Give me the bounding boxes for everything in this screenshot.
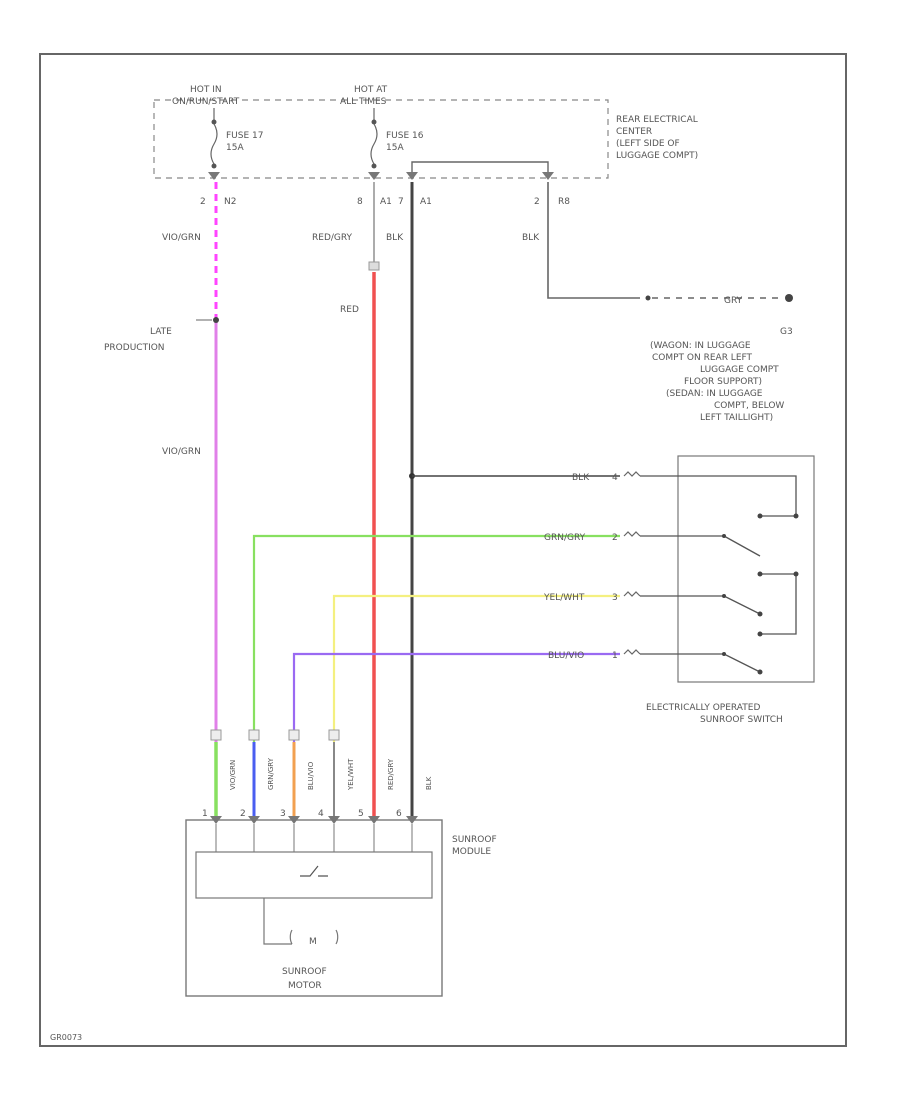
late-production-line1: LATE — [150, 327, 172, 337]
svg-text:RED/GRY: RED/GRY — [387, 758, 395, 790]
svg-text:VIO/GRN: VIO/GRN — [229, 760, 237, 790]
late-production-splice — [213, 317, 219, 323]
module-label-2: MODULE — [452, 847, 491, 857]
fuse1-node-bottom — [211, 163, 217, 169]
ground-node-left — [645, 295, 651, 301]
sunroof-switch-box — [677, 455, 815, 683]
diagram-frame — [39, 53, 847, 1047]
connector1-id: N2 — [224, 197, 236, 207]
hot1-sub: ON/RUN/START — [172, 97, 240, 107]
module-pin-4: 4 — [318, 809, 324, 819]
svg-text:BLU/VIO: BLU/VIO — [307, 761, 315, 790]
sunroof-module-inner — [195, 851, 433, 899]
fuse2-node-top — [371, 119, 377, 125]
module-pin-6: 6 — [396, 809, 402, 819]
wire-label-red-gry: RED/GRY — [312, 233, 353, 243]
wire-switch-yel-wht — [332, 594, 620, 742]
ground-line4: FLOOR SUPPORT) — [684, 377, 762, 387]
switch-internals — [640, 475, 797, 673]
svg-text:GRN/GRY: GRN/GRY — [267, 757, 275, 790]
center-label-2: CENTER — [616, 127, 652, 137]
hot1-label: HOT IN — [190, 85, 222, 95]
ground-line3: LUGGAGE COMPT — [700, 365, 779, 375]
switch-label-2: SUNROOF SWITCH — [700, 715, 783, 725]
fuse1-label: FUSE 17 — [226, 131, 263, 141]
diagram-code: GR0073 — [50, 1033, 82, 1042]
sunroof-module-box — [185, 819, 443, 997]
motor-m-label: M — [309, 937, 317, 947]
wire-label-red: RED — [340, 305, 359, 315]
hot2-label: HOT AT — [354, 85, 388, 95]
motor-symbol — [289, 929, 339, 945]
module-pin-3: 3 — [280, 809, 286, 819]
connector1-pin: 2 — [200, 197, 206, 207]
fuse1-node-top — [211, 119, 217, 125]
connector4-id: R8 — [558, 197, 570, 207]
module-wire-codes: VIO/GRN GRN/GRY BLU/VIO YEL/WHT RED/GRY … — [229, 757, 433, 791]
center-label-3: (LEFT SIDE OF — [616, 139, 680, 149]
svg-text:BLK: BLK — [425, 776, 433, 790]
switch-wire-4: BLU/VIO — [548, 651, 584, 661]
red-inline-connector — [368, 261, 380, 271]
wire-switch-blu-vio — [292, 652, 620, 742]
fuse1-rating: 15A — [226, 143, 244, 153]
internal-ground-bus — [411, 161, 549, 178]
ground-line1: (WAGON: IN LUGGAGE — [650, 341, 751, 351]
late-production-line2: PRODUCTION — [104, 343, 165, 353]
module-pin-1: 1 — [202, 809, 208, 819]
wire-label-gray: GRY — [724, 296, 743, 306]
switch-label-1: ELECTRICALLY OPERATED — [646, 703, 760, 713]
ground-symbol — [785, 294, 793, 302]
ground-id: G3 — [780, 327, 793, 337]
connector2-pin: 8 — [357, 197, 363, 207]
fuse2-rating: 15A — [386, 143, 404, 153]
module-pin-connectors — [210, 729, 340, 741]
switch-contact-nodes — [722, 513, 799, 675]
connector3-pin: 7 — [398, 197, 404, 207]
hot2-sub: ALL TIMES — [340, 97, 387, 107]
center-label-1: REAR ELECTRICAL — [616, 115, 698, 125]
switch-wire-1: BLK — [572, 473, 590, 483]
wire-label-blk-right: BLK — [522, 233, 540, 243]
fuse1-symbol — [210, 123, 218, 165]
wire-label-vio-grn-top: VIO/GRN — [162, 233, 201, 243]
switch-wire-3: YEL/WHT — [543, 593, 585, 603]
motor-label-2: MOTOR — [288, 981, 322, 991]
connector-arrows — [208, 172, 554, 180]
connector4-pin: 2 — [534, 197, 540, 207]
switch-terminals — [623, 471, 641, 655]
motor-lead — [263, 898, 292, 945]
center-label-4: LUGGAGE COMPT) — [616, 151, 698, 161]
wire-label-vio-grn-mid: VIO/GRN — [162, 447, 201, 457]
fuse2-node-bottom — [371, 163, 377, 169]
ground-line7: LEFT TAILLIGHT) — [700, 413, 773, 423]
svg-text:YEL/WHT: YEL/WHT — [347, 758, 355, 791]
fuse2-label: FUSE 16 — [386, 131, 424, 141]
module-pin-2: 2 — [240, 809, 246, 819]
switch-pin-4: 1 — [612, 651, 618, 661]
module-relay-symbol — [300, 865, 328, 877]
connector2-id: A1 — [380, 197, 392, 207]
ground-line2: COMPT ON REAR LEFT — [652, 353, 753, 363]
wire-blk-ground — [547, 182, 640, 299]
fuse2-symbol — [370, 123, 378, 165]
module-pin-5: 5 — [358, 809, 364, 819]
ground-line6: COMPT, BELOW — [714, 401, 784, 411]
wire-label-blk-top: BLK — [386, 233, 404, 243]
switch-pin-2: 2 — [612, 533, 618, 543]
ground-line5: (SEDAN: IN LUGGAGE — [666, 389, 763, 399]
connector3-id: A1 — [420, 197, 432, 207]
rear-electrical-center-box — [153, 99, 609, 179]
wire-switch-grn-gry — [252, 534, 620, 742]
switch-pin-3: 3 — [612, 593, 618, 603]
switch-pin-1: 4 — [612, 473, 618, 483]
switch-wire-2: GRN/GRY — [544, 533, 586, 543]
module-label-1: SUNROOF — [452, 835, 497, 845]
module-internal-leads — [215, 824, 413, 852]
motor-label-1: SUNROOF — [282, 967, 327, 977]
